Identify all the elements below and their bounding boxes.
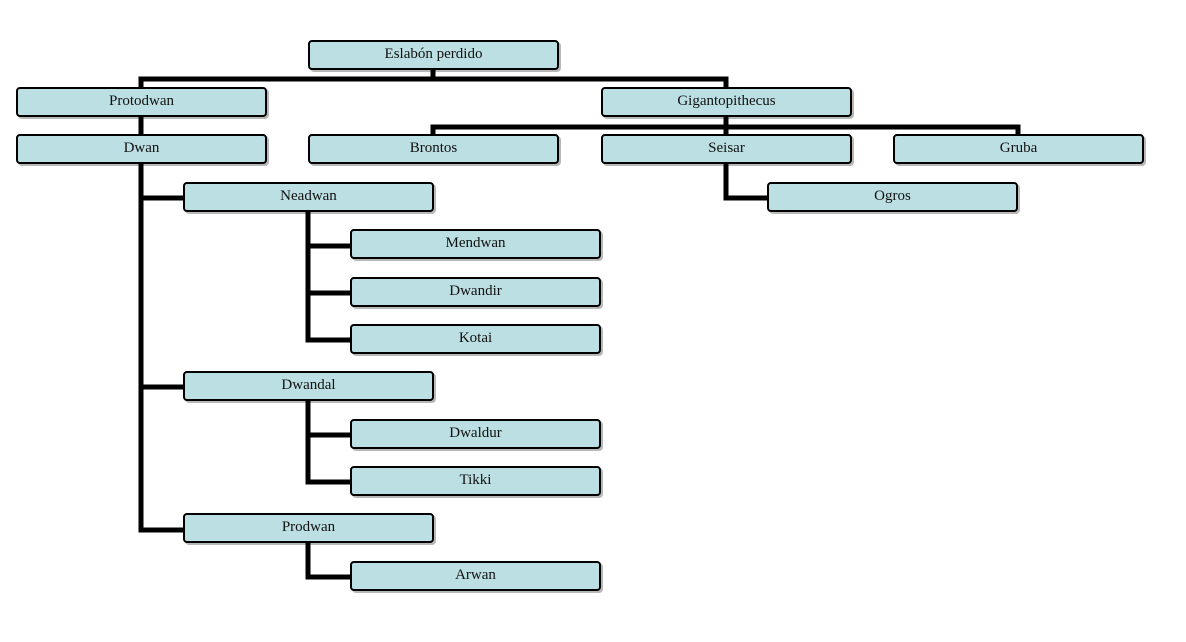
node-dwandir: Dwandir — [350, 277, 601, 307]
node-gigantopithecus: Gigantopithecus — [601, 87, 852, 117]
node-label: Dwan — [123, 140, 160, 156]
node-label: Gigantopithecus — [677, 93, 776, 109]
node-mendwan: Mendwan — [350, 229, 601, 259]
node-protodwan: Protodwan — [16, 87, 267, 117]
node-prodwan: Prodwan — [183, 513, 434, 543]
node-label: Tikki — [459, 472, 492, 488]
node-neadwan: Neadwan — [183, 182, 434, 212]
node-kotai: Kotai — [350, 324, 601, 354]
node-label: Protodwan — [109, 93, 174, 109]
node-label: Kotai — [458, 330, 493, 346]
node-label: Neadwan — [280, 188, 337, 204]
node-ogros: Ogros — [767, 182, 1018, 212]
node-brontos: Brontos — [308, 134, 559, 164]
node-label: Ogros — [874, 188, 911, 204]
node-label: Arwan — [455, 567, 496, 583]
node-seisar: Seisar — [601, 134, 852, 164]
node-label: Eslabón perdido — [384, 46, 483, 62]
node-label: Prodwan — [281, 519, 336, 535]
node-dwan: Dwan — [16, 134, 267, 164]
node-dwandal: Dwandal — [183, 371, 434, 401]
node-label: Dwandal — [281, 377, 336, 393]
connector-prodwan-arwan — [305, 541, 354, 580]
node-tikki: Tikki — [350, 466, 601, 496]
node-label: Brontos — [409, 140, 458, 156]
node-label: Mendwan — [445, 235, 506, 251]
connector-seisar-ogros — [723, 161, 771, 201]
node-arwan: Arwan — [350, 561, 601, 591]
node-label: Seisar — [708, 140, 745, 156]
node-dwaldur: Dwaldur — [350, 419, 601, 449]
node-gruba: Gruba — [893, 134, 1144, 164]
node-eslabon-perdido: Eslabón perdido — [308, 40, 559, 70]
node-label: Dwandir — [449, 283, 502, 299]
node-label: Dwaldur — [449, 425, 502, 441]
node-label: Gruba — [999, 140, 1038, 156]
